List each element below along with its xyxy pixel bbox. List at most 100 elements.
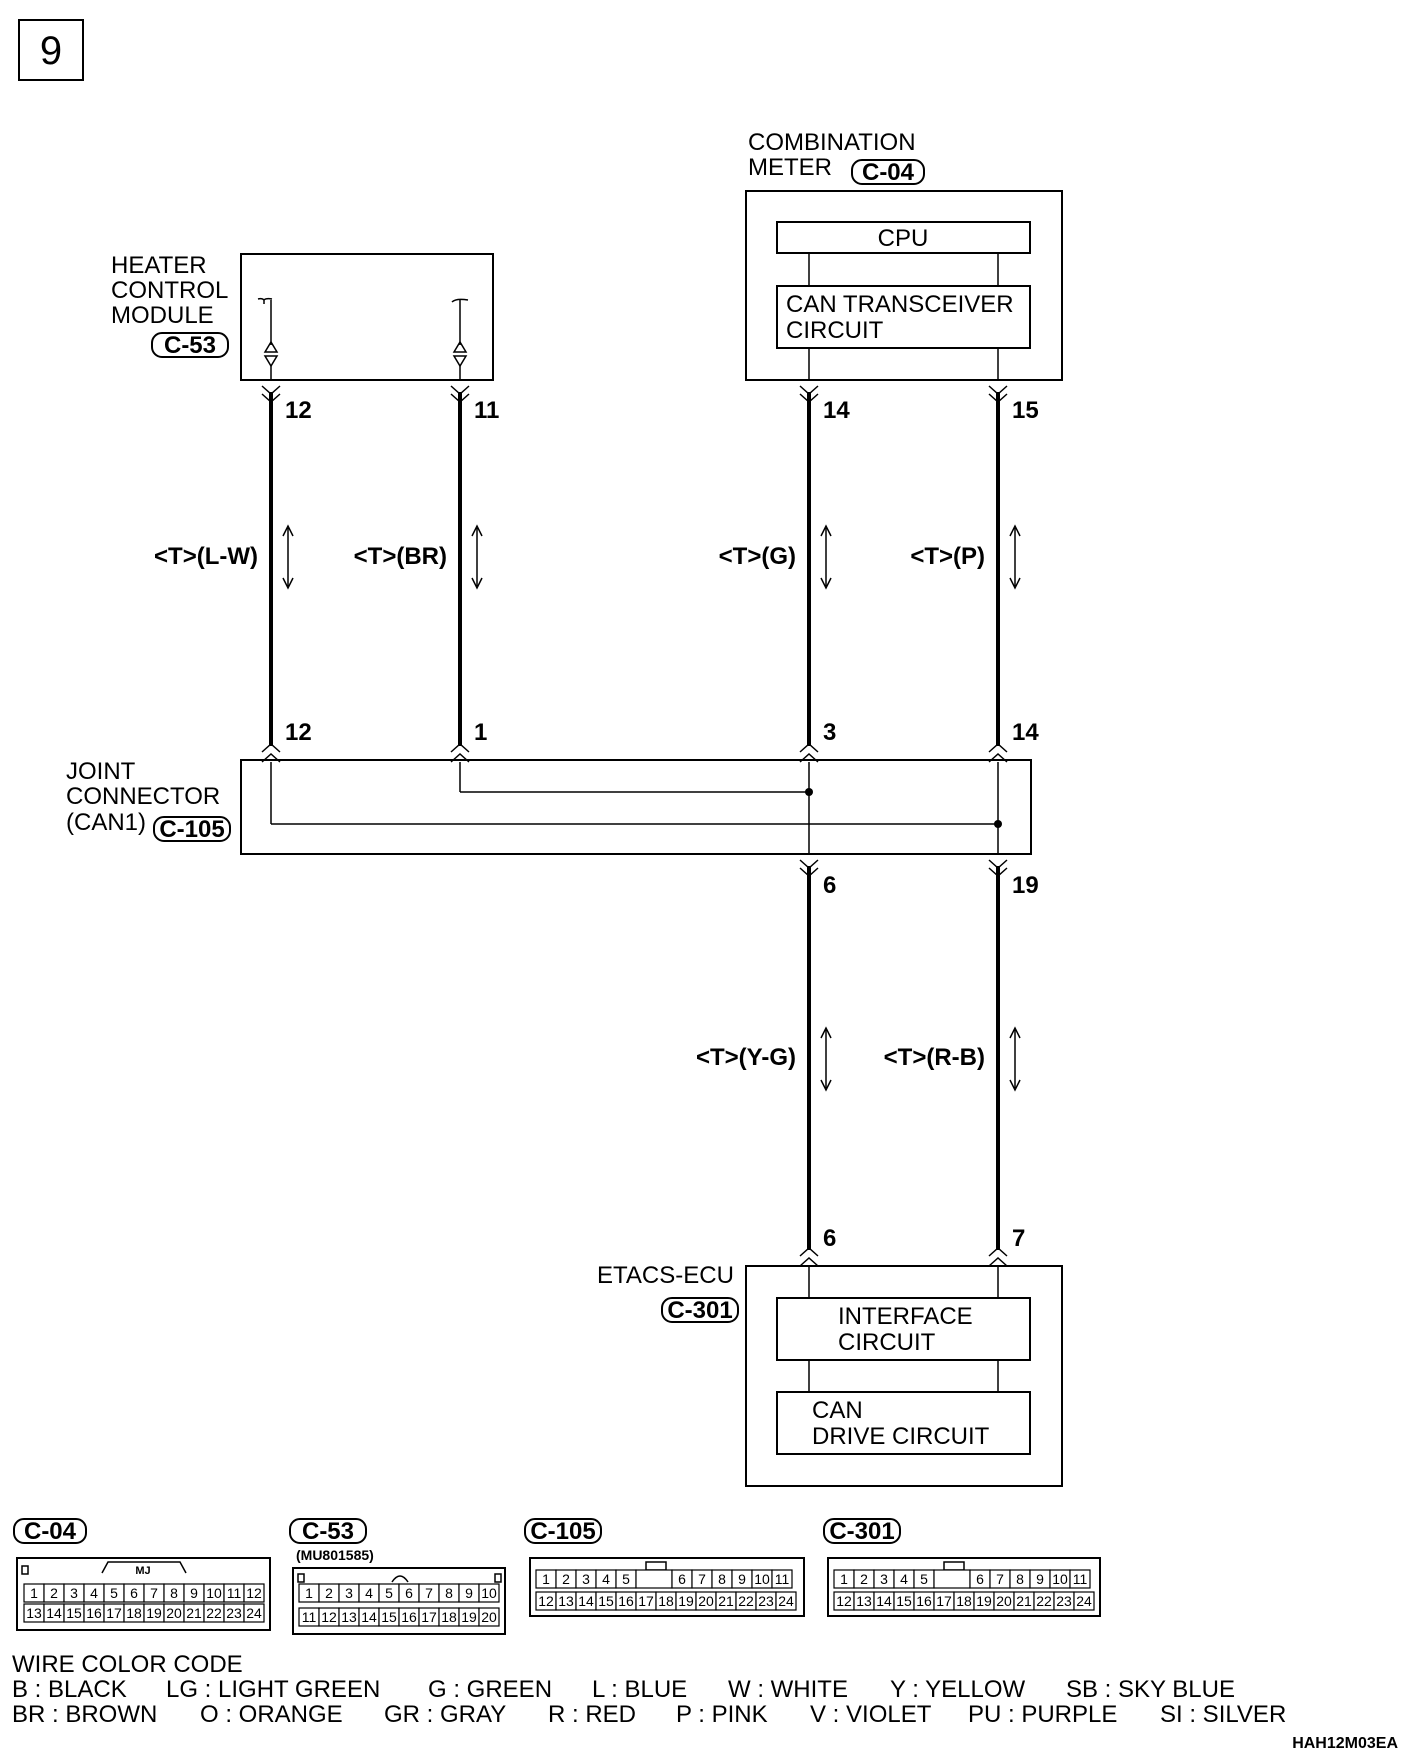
connector-chevrons-etacs xyxy=(799,1246,1008,1267)
c301-pin-cell xyxy=(1073,1591,1095,1611)
c301-pin-number: 2 xyxy=(860,1571,868,1587)
heater-internal-symbol-right xyxy=(451,298,469,368)
c04-pin-number: 5 xyxy=(110,1585,118,1601)
meter-cpu-box xyxy=(776,221,1031,254)
heater-box xyxy=(240,253,494,381)
wire-label-y-g: <T>(Y-G) xyxy=(696,1044,796,1071)
c301-pin-number: 22 xyxy=(1036,1593,1052,1609)
c04-pin-number: 6 xyxy=(130,1585,138,1601)
wire-label-g: <T>(G) xyxy=(719,543,796,570)
wire-color-code-entry: L : BLUE xyxy=(592,1676,687,1703)
heater-connector-pill xyxy=(151,332,229,358)
pin-joint-bottom-2: 19 xyxy=(1012,872,1039,899)
c301-pin-number: 10 xyxy=(1052,1571,1068,1587)
heater-internal-symbol-left xyxy=(257,297,279,368)
c53-pin-number: 14 xyxy=(361,1609,377,1625)
wire-color-code-entry: PU : PURPLE xyxy=(968,1701,1117,1728)
joint-connector-id: C-105 xyxy=(159,816,224,843)
diagram-id: HAH12M03EA xyxy=(1292,1735,1398,1752)
c04-pin-number: 21 xyxy=(186,1605,202,1621)
joint-name-line1: JOINT xyxy=(66,758,136,785)
c301-pin-number: 1 xyxy=(840,1571,848,1587)
c301-pin-number: 13 xyxy=(856,1593,872,1609)
joint-node-g xyxy=(805,788,813,796)
c04-pin-number: 18 xyxy=(126,1605,142,1621)
connector-chevrons-joint-top xyxy=(261,742,1008,763)
c105-pin-number: 4 xyxy=(602,1571,610,1587)
meter-transceiver-line2: CIRCUIT xyxy=(786,317,884,344)
wire-color-code-entry: O : ORANGE xyxy=(200,1701,343,1728)
page-number-box xyxy=(18,19,84,81)
c301-pin-number: 24 xyxy=(1076,1593,1092,1609)
c53-pin-number: 10 xyxy=(481,1585,497,1601)
joint-box xyxy=(240,759,1032,855)
joint-name-line3: (CAN1) xyxy=(66,809,146,836)
meter-cpu-label: CPU xyxy=(878,225,929,252)
wire-color-code-entry: W : WHITE xyxy=(728,1676,848,1703)
c04-label: C-04 xyxy=(24,1518,77,1545)
etacs-connector-id: C-301 xyxy=(667,1297,732,1324)
c04-pin-number: 9 xyxy=(190,1585,198,1601)
wire-color-code-entry: R : RED xyxy=(548,1701,636,1728)
pin-meter-left: 14 xyxy=(823,397,850,424)
wire-color-code-entry: BR : BROWN xyxy=(12,1701,157,1728)
c105-pin-number: 24 xyxy=(778,1593,794,1609)
c04-pin-number: 11 xyxy=(227,1585,242,1601)
wire-color-code-entry: SB : SKY BLUE xyxy=(1066,1676,1235,1703)
wire-color-code-entry: Y : YELLOW xyxy=(890,1676,1026,1703)
c301-pin-number: 4 xyxy=(900,1571,908,1587)
etacs-connector-pill xyxy=(661,1297,739,1323)
c301-label: C-301 xyxy=(829,1518,894,1545)
c04-pin-number: 24 xyxy=(246,1605,262,1621)
c301-pin-number: 18 xyxy=(956,1593,972,1609)
c105-pin-number: 10 xyxy=(754,1571,770,1587)
c105-pin-number: 6 xyxy=(678,1571,686,1587)
c53-pin-number: 17 xyxy=(421,1609,437,1625)
c53-pin-number: 20 xyxy=(481,1609,497,1625)
wire-label-l-w: <T>(L-W) xyxy=(154,543,258,570)
c105-pin-number: 18 xyxy=(658,1593,674,1609)
c53-pin-number: 5 xyxy=(385,1585,393,1601)
c53-pin-number: 3 xyxy=(345,1585,353,1601)
c105-pin-cell xyxy=(775,1591,797,1611)
c04-pin-number: 17 xyxy=(106,1605,122,1621)
pin-joint-bottom-1: 6 xyxy=(823,872,836,899)
c105-pin-number: 2 xyxy=(562,1571,570,1587)
c04-label-pill xyxy=(13,1518,87,1544)
c04-pin-number: 10 xyxy=(206,1585,222,1601)
pin-joint-top-4: 14 xyxy=(1012,719,1039,746)
c04-pin-number: 3 xyxy=(70,1585,78,1601)
c105-pin-number: 19 xyxy=(678,1593,694,1609)
pin-etacs-left: 6 xyxy=(823,1225,836,1252)
c53-pin-number: 11 xyxy=(302,1609,317,1625)
bidirectional-arrows-lower xyxy=(820,1026,1021,1092)
c301-label-pill xyxy=(823,1518,901,1544)
c53-pin-number: 16 xyxy=(401,1609,417,1625)
etacs-interface-line1: INTERFACE xyxy=(838,1303,973,1330)
meter-transceiver-box xyxy=(776,285,1031,349)
etacs-drive-line2: DRIVE CIRCUIT xyxy=(812,1423,990,1450)
c04-pin-number: 12 xyxy=(246,1585,262,1601)
bidirectional-arrows-upper xyxy=(282,524,1021,590)
c105-pin-number: 23 xyxy=(758,1593,774,1609)
wire-color-code-entry: SI : SILVER xyxy=(1160,1701,1286,1728)
heater-name-line1: HEATER xyxy=(111,252,207,279)
c105-pin-number: 14 xyxy=(578,1593,594,1609)
meter-name-line1: COMBINATION xyxy=(748,129,916,156)
c53-pin-number: 15 xyxy=(381,1609,397,1625)
c301-pin-number: 21 xyxy=(1016,1593,1032,1609)
c53-label-pill xyxy=(289,1518,367,1544)
page-number: 9 xyxy=(40,29,62,73)
c04-pin-cell xyxy=(243,1603,265,1623)
pin-joint-top-2: 1 xyxy=(474,719,487,746)
c301-pin-number: 16 xyxy=(916,1593,932,1609)
c53-pin-number: 19 xyxy=(461,1609,477,1625)
c53-label: C-53 xyxy=(302,1518,354,1545)
connector-chevrons-top xyxy=(261,385,1008,404)
heater-name-line2: CONTROL xyxy=(111,277,228,304)
etacs-interface-box xyxy=(776,1297,1031,1361)
c301-pin-number: 8 xyxy=(1016,1571,1024,1587)
